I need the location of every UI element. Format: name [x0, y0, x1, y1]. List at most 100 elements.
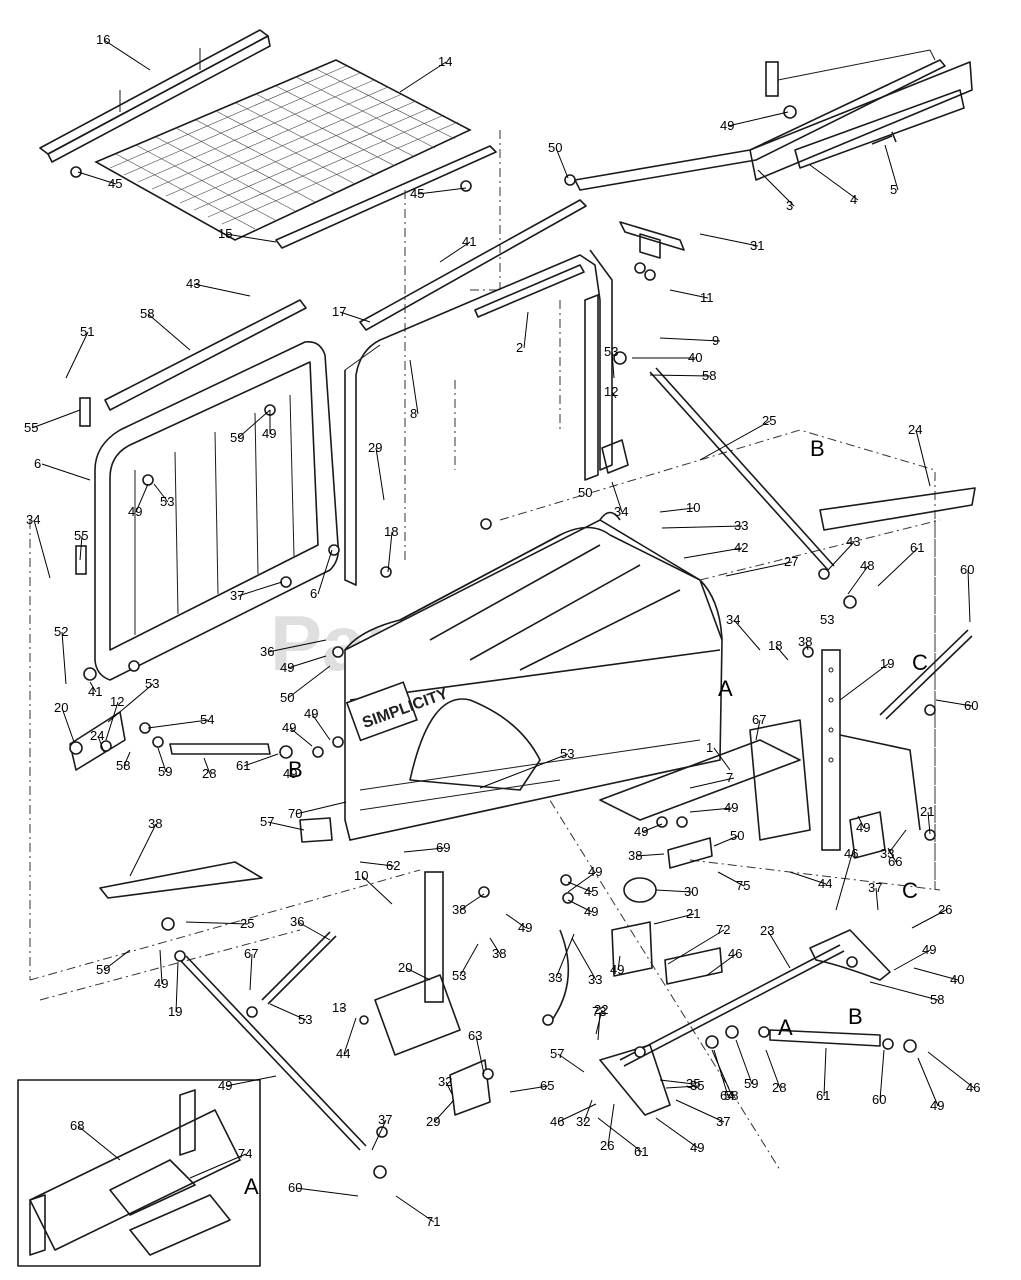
plate-62 — [299, 817, 333, 843]
part-callout-24: 24 — [90, 728, 104, 743]
callout-leader — [713, 747, 731, 771]
callout-leader — [555, 147, 569, 179]
callout-leader — [295, 1187, 359, 1197]
callout-leader — [409, 359, 419, 415]
callout-leader — [835, 853, 853, 911]
callout-leader — [237, 409, 271, 439]
part-callout-32: 32 — [576, 1114, 590, 1129]
callout-leader — [375, 447, 385, 501]
part-callout-49: 49 — [154, 976, 168, 991]
reference-letter-B: B — [810, 436, 825, 461]
part-callout-53: 53 — [298, 1012, 312, 1027]
callout-leader — [661, 525, 743, 529]
part-callout-49: 49 — [518, 920, 532, 935]
part-callout-49: 49 — [218, 1078, 232, 1093]
callout-leader — [675, 1099, 725, 1123]
part-callout-13: 13 — [332, 1000, 346, 1015]
part-callout-23: 23 — [760, 923, 774, 938]
part-callout-43: 43 — [186, 276, 200, 291]
part-callout-67: 67 — [752, 712, 766, 727]
part-callout-11: 11 — [700, 290, 714, 305]
callout-leader — [877, 547, 919, 587]
part-callout-49: 49 — [280, 660, 294, 675]
part-callout-49: 49 — [282, 720, 296, 735]
part-callout-66: 66 — [888, 854, 902, 869]
rod-29-lower — [179, 955, 367, 1151]
callout-leader — [611, 351, 615, 379]
part-callout-35: 35 — [686, 1076, 700, 1091]
part-callout-49: 49 — [128, 504, 142, 519]
callout-leader — [611, 391, 617, 399]
rod-28-left — [169, 743, 271, 755]
callout-leader — [711, 1049, 733, 1097]
part-callout-36: 36 — [290, 914, 304, 929]
callout-leader — [311, 713, 331, 741]
callout-leader — [927, 811, 931, 835]
callout-leader — [705, 953, 737, 977]
part-callout-12: 12 — [604, 384, 618, 399]
post-20-right — [821, 649, 841, 851]
part-callout-58: 58 — [702, 368, 716, 383]
part-callout-59: 59 — [744, 1076, 758, 1091]
rod-19-left — [261, 931, 337, 1005]
part-callout-34: 34 — [726, 612, 740, 627]
callout-leader — [583, 1099, 593, 1123]
callout-leader — [635, 853, 665, 857]
callout-leader — [653, 913, 695, 925]
part-callout-62: 62 — [386, 858, 400, 873]
part-callout-46: 46 — [550, 1114, 564, 1129]
callout-leader — [611, 481, 623, 513]
part-callout-19: 19 — [168, 1004, 182, 1019]
part-callout-54: 54 — [200, 712, 214, 727]
rod-19-right — [879, 629, 973, 720]
callout-leader — [717, 871, 745, 887]
callout-leader — [189, 1153, 247, 1179]
callout-leader — [927, 1051, 975, 1089]
callout-leader — [767, 930, 791, 969]
rod-13 — [619, 944, 845, 1067]
callout-leader — [875, 887, 879, 911]
part-callout-41: 41 — [88, 684, 102, 699]
callout-leader — [249, 953, 253, 991]
callout-leader — [523, 311, 529, 349]
part-callout-3: 3 — [786, 198, 793, 213]
part-callout-65: 65 — [540, 1078, 554, 1093]
part-callout-28: 28 — [772, 1080, 786, 1095]
callout-leader — [887, 829, 907, 855]
part-callout-38: 38 — [492, 946, 506, 961]
callout-leader — [445, 1081, 453, 1095]
part-callout-46: 46 — [728, 946, 742, 961]
callout-leader — [755, 719, 761, 741]
callout-leader — [343, 1017, 357, 1055]
part-callout-49: 49 — [930, 1098, 944, 1113]
callout-leader — [857, 815, 865, 829]
bracket-11 — [619, 221, 685, 259]
callout-leader — [509, 1085, 549, 1093]
part-callout-18: 18 — [384, 524, 398, 539]
pin-5 — [871, 131, 897, 145]
part-callout-49: 49 — [922, 942, 936, 957]
fasteners — [69, 105, 936, 1179]
fuel-tank-1: SIMPLICITY — [344, 511, 723, 841]
callout-leader — [641, 823, 663, 833]
part-callout-14: 14 — [438, 54, 452, 69]
part-callout-63: 63 — [468, 1028, 482, 1043]
part-callout-49: 49 — [690, 1140, 704, 1155]
part-callout-17: 17 — [332, 304, 346, 319]
callout-leader — [61, 631, 67, 685]
part-callout-57: 57 — [260, 814, 274, 829]
callout-leader — [713, 1049, 729, 1097]
callout-leader — [839, 663, 889, 701]
reference-letter-A: A — [778, 1015, 793, 1040]
strip-15 — [275, 145, 497, 249]
part-callout-38: 38 — [798, 634, 812, 649]
callout-leader — [617, 955, 621, 971]
part-callout-33: 33 — [734, 518, 748, 533]
rod-28-right — [769, 1029, 881, 1047]
callout-leader — [89, 681, 97, 693]
part-callout-34: 34 — [26, 512, 40, 527]
callout-leader — [103, 39, 151, 71]
rail-16 — [39, 29, 271, 163]
part-callout-4: 4 — [850, 192, 857, 207]
